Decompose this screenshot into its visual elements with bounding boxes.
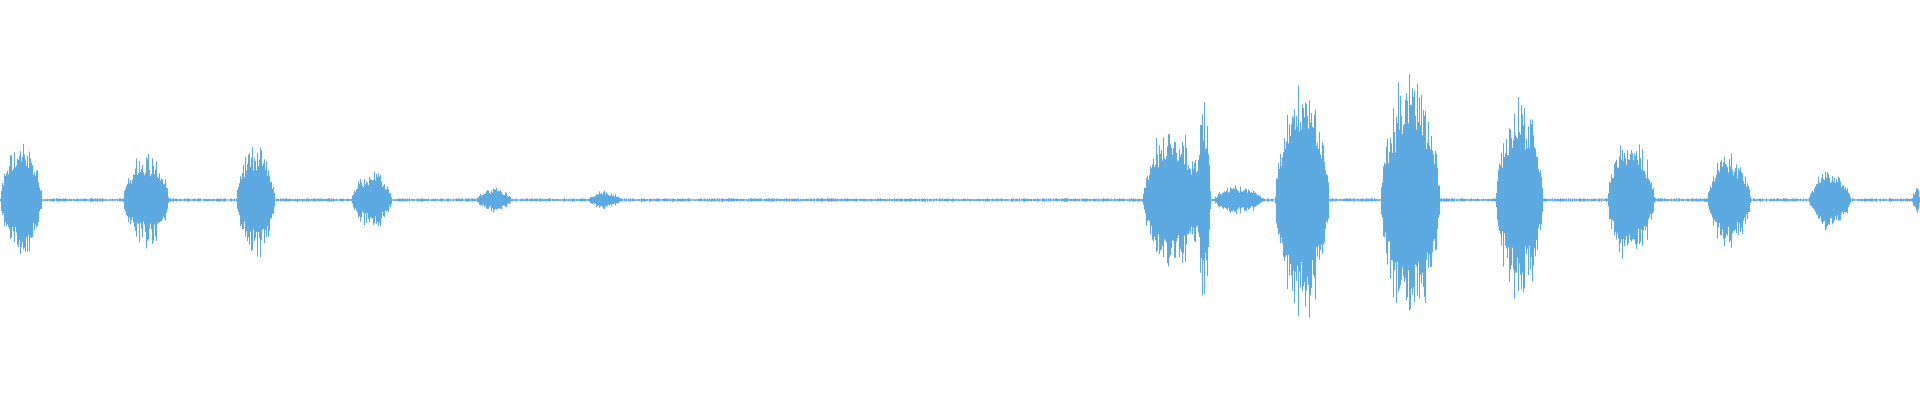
waveform-samples bbox=[0, 74, 1920, 318]
